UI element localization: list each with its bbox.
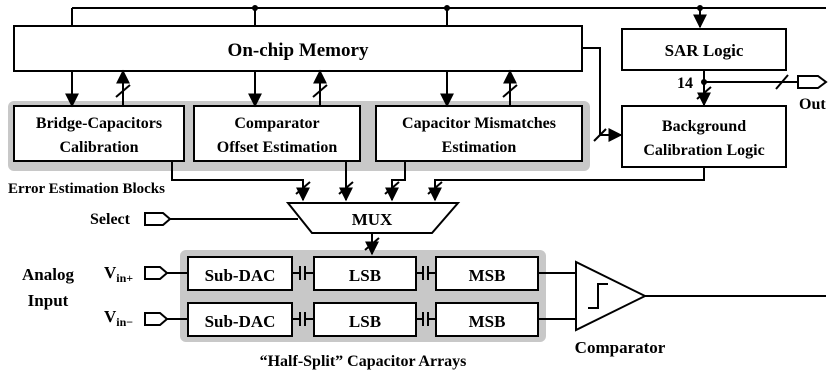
memory-to-bg-calibration <box>582 47 623 142</box>
background-calibration-logic-block <box>621 105 787 168</box>
hysteresis-icon <box>588 283 608 309</box>
capacitor-mismatches-estimation-block <box>375 105 583 162</box>
comparator-offset-label-line1: Comparator <box>234 115 319 132</box>
sar-output-path <box>696 70 798 107</box>
sub-dac-label-bottom: Sub-DAC <box>205 312 276 331</box>
bit-width-label: 14 <box>677 75 693 92</box>
error-estimation-group-label: Error Estimation Blocks <box>8 181 165 197</box>
bridge-capacitors-label-line1: Bridge-Capacitors <box>36 115 162 132</box>
mux-input-lines <box>171 161 705 202</box>
bridge-capacitor-icons <box>292 266 436 326</box>
sar-logic-label: SAR Logic <box>665 41 744 60</box>
bridge-capacitors-calibration-block <box>13 105 185 162</box>
array-to-comparator <box>538 272 576 320</box>
on-chip-memory-block <box>13 25 583 72</box>
sar-logic-block <box>621 28 787 71</box>
analog-input-label-line1: Analog <box>22 265 74 284</box>
out-port <box>797 75 828 89</box>
comparator-offset-estimation-block <box>193 105 361 162</box>
vin-minus-label: Vin− <box>104 307 133 329</box>
analog-input-label-line2: Input <box>28 291 69 310</box>
capacitor-mismatches-label-line1: Capacitor Mismatches <box>402 115 556 132</box>
msb-label-bottom: MSB <box>469 312 506 331</box>
capacitor-arrays-group-label: “Half-Split” Capacitor Arrays <box>260 353 467 370</box>
capacitor-mismatches-label-line2: Estimation <box>442 139 517 156</box>
on-chip-memory-label: On-chip Memory <box>228 40 369 61</box>
bridge-capacitors-label-line2: Calibration <box>59 139 138 156</box>
comparator-offset-label-line2: Offset Estimation <box>217 139 338 156</box>
lsb-label-bottom: LSB <box>349 312 381 331</box>
mux-block <box>285 202 461 234</box>
comparator-label: Comparator <box>575 338 666 357</box>
mux-label: MUX <box>352 210 393 229</box>
memory-connections <box>65 69 518 108</box>
lsb-block-top <box>313 256 417 291</box>
msb-label-top: MSB <box>469 266 506 285</box>
comparator-block <box>575 260 648 332</box>
sub-dac-block-top <box>187 256 293 291</box>
lsb-label-top: LSB <box>349 266 381 285</box>
top-bus <box>71 7 826 29</box>
sub-dac-label-top: Sub-DAC <box>205 266 276 285</box>
vin-plus-label: Vin+ <box>104 263 133 285</box>
vin-plus-port <box>144 266 169 280</box>
out-label: Out <box>799 96 826 113</box>
background-calibration-label-line2: Calibration Logic <box>643 142 764 159</box>
select-label: Select <box>90 211 131 228</box>
msb-block-top <box>435 256 539 291</box>
select-port <box>144 212 172 226</box>
vin-minus-port <box>144 312 169 326</box>
mux-output <box>364 233 380 256</box>
background-calibration-label-line1: Background <box>662 118 746 135</box>
